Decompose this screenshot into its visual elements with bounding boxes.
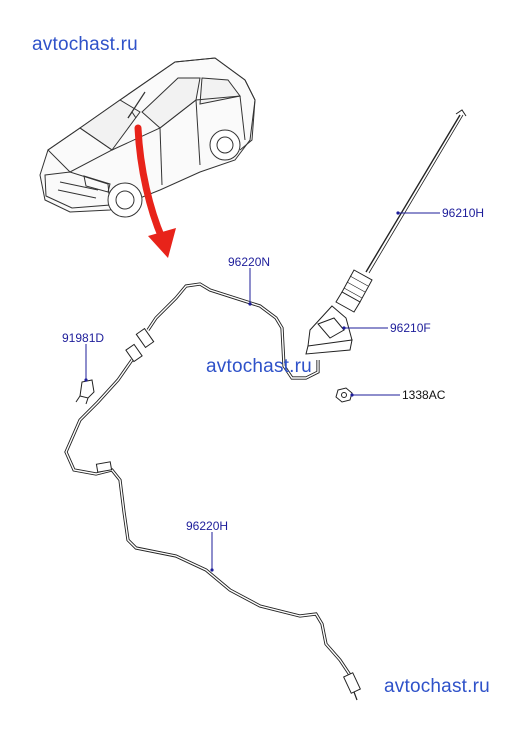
part-label-96210F: 96210F (390, 321, 431, 335)
part-label-91981D: 91981D (62, 331, 105, 345)
antenna-pole (335, 109, 467, 313)
leader-dots (84, 211, 400, 572)
watermark-bottom: avtochast.ru (384, 676, 490, 697)
part-label-1338AC: 1338AC (402, 388, 446, 402)
watermark-middle: avtochast.ru (206, 356, 312, 377)
callout-arrow (134, 124, 176, 258)
leader-lines (85, 212, 440, 570)
antenna-base (305, 305, 353, 355)
nut (335, 387, 353, 403)
lower-cable (64, 359, 361, 701)
clip (75, 379, 95, 405)
car-illustration (39, 57, 256, 218)
watermark-top: avtochast.ru (32, 34, 138, 55)
upper-cable (125, 282, 320, 380)
part-label-96220N: 96220N (228, 255, 271, 269)
part-label-96220H: 96220H (186, 519, 229, 533)
part-label-96210H: 96210H (442, 206, 485, 220)
